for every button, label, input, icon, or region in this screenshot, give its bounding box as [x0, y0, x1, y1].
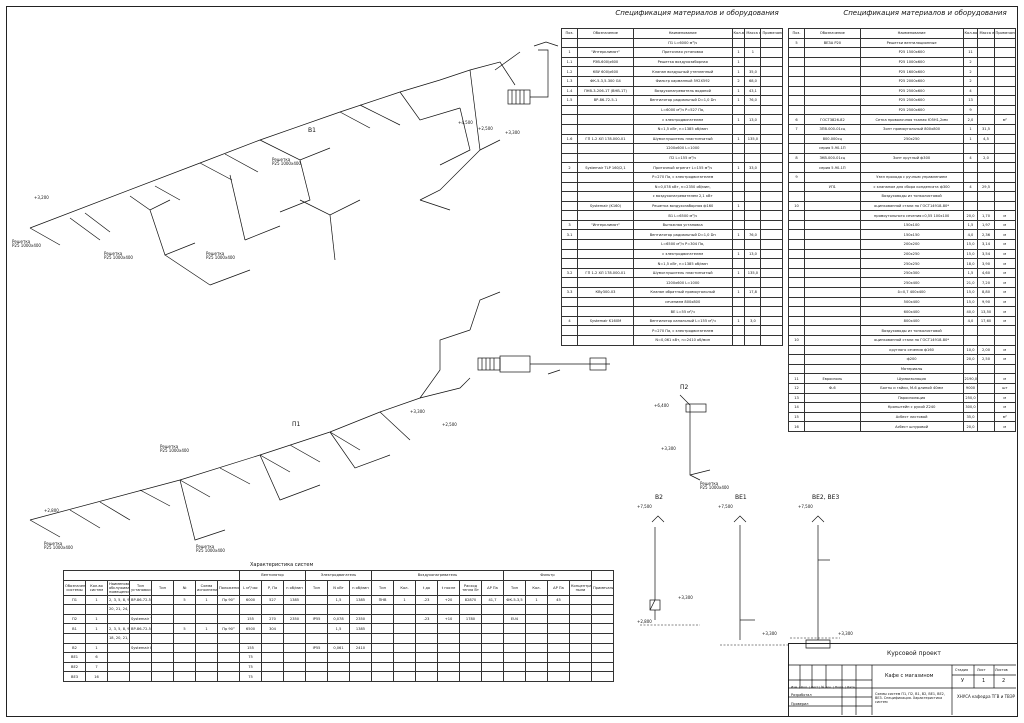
spec-cell: м	[993, 421, 1017, 432]
elevation-mark: +7,500	[637, 504, 652, 509]
char-title: Характеристика систем	[250, 562, 314, 568]
spec-cell	[744, 335, 762, 346]
char-header-cell: Схема исполнения	[195, 579, 218, 596]
elevation-mark: +3,300	[678, 595, 693, 600]
elevation-mark: +3,300	[661, 446, 676, 451]
char-cell	[591, 671, 614, 682]
stamp-stage: У	[961, 678, 965, 684]
spec-row: N=0,061 кВт, n=2410 об/мин	[560, 335, 783, 346]
spec-cell	[560, 335, 579, 346]
stamp-sheets: 2	[1002, 678, 1006, 684]
drawing-sheet	[6, 6, 1018, 717]
spec-cell: N=0,061 кВт, n=2410 об/мин	[632, 335, 733, 346]
system-label-v2: В2	[655, 494, 663, 501]
elevation-mark: +3,300	[410, 409, 425, 414]
spec-row: Материалы	[787, 363, 1017, 375]
char-header-cell: Тип установки	[129, 579, 152, 596]
char-header-cell: Примечание	[591, 579, 614, 596]
system-label-v1: В1	[308, 127, 316, 134]
elevation-mark: +3,300	[505, 130, 520, 135]
spec-title-right: Спецификация материалов и оборудования	[843, 9, 1007, 17]
spec-row: 3"Интерклимат"Вытяжная установка	[560, 219, 783, 231]
elevation-mark: +7,500	[718, 504, 733, 509]
elevation-mark: +4,500	[458, 120, 473, 125]
elevation-mark: +3,300	[838, 631, 853, 636]
stamp-row-labels: Изм. | Кол. | Лист | № док. | Подп. | Да…	[791, 685, 855, 689]
elevation-mark: +3,200	[34, 195, 49, 200]
spec-title-left: Спецификация материалов и оборудования	[615, 9, 779, 17]
stamp-desc: Схемы систем П1, П2, В1, В2, ВЕ1, ВЕ2, В…	[875, 692, 945, 704]
char-row: 18, 20, 21, 23, 24, 25, 28	[63, 632, 614, 644]
char-header-cell: Концентрация пыли	[569, 579, 592, 596]
stamp-sheet: 1	[982, 678, 986, 684]
char-header-cell: Тип	[503, 579, 526, 596]
system-label-ve1: ВЕ1	[735, 494, 747, 501]
char-header-cell: Наименование обслуживаемого помещения	[107, 579, 130, 596]
elevation-mark: +2,500	[478, 126, 493, 131]
title-block: Курсовой проект Кафе с магазином Схемы с…	[788, 643, 1018, 717]
spec-row: Воздуховоды из тонколистовой	[787, 191, 1017, 202]
char-header-cell: Кол-во систем	[85, 579, 108, 596]
stamp-checked: Проверил	[791, 702, 809, 706]
elevation-mark: +2,800	[637, 619, 652, 624]
system-label-p1: П1	[292, 421, 301, 428]
system-label-p2: П2	[680, 384, 689, 391]
char-header-cell: Обозначение системы	[63, 579, 86, 596]
stamp-title: Курсовой проект	[887, 650, 941, 657]
stamp-stage-header: Стадия	[955, 668, 969, 672]
spec-row: с воздухонагревателем 2,1 кВт	[560, 191, 783, 202]
stamp-sheets-header: Листов	[995, 668, 1008, 672]
spec-cell: 16	[787, 421, 806, 432]
stamp-developed: Разработал	[791, 693, 812, 697]
char-header-cell: Расход тепла Вт	[459, 579, 482, 596]
stamp-subject: Кафе с магазином	[885, 673, 934, 679]
elevation-mark: +3,300	[762, 631, 777, 636]
elevation-mark: +6,400	[654, 403, 669, 408]
system-label-ve2: ВЕ2, ВЕ3	[812, 494, 840, 501]
elevation-mark: +2,500	[442, 422, 457, 427]
elevation-mark: +7,500	[798, 504, 813, 509]
elevation-mark: +2,800	[44, 508, 59, 513]
stamp-org: ХНУСА кафедра ТГВ и ТВЭР	[957, 694, 1015, 699]
stamp-sheet-header: Лист	[977, 668, 986, 672]
spec-cell	[760, 335, 783, 346]
